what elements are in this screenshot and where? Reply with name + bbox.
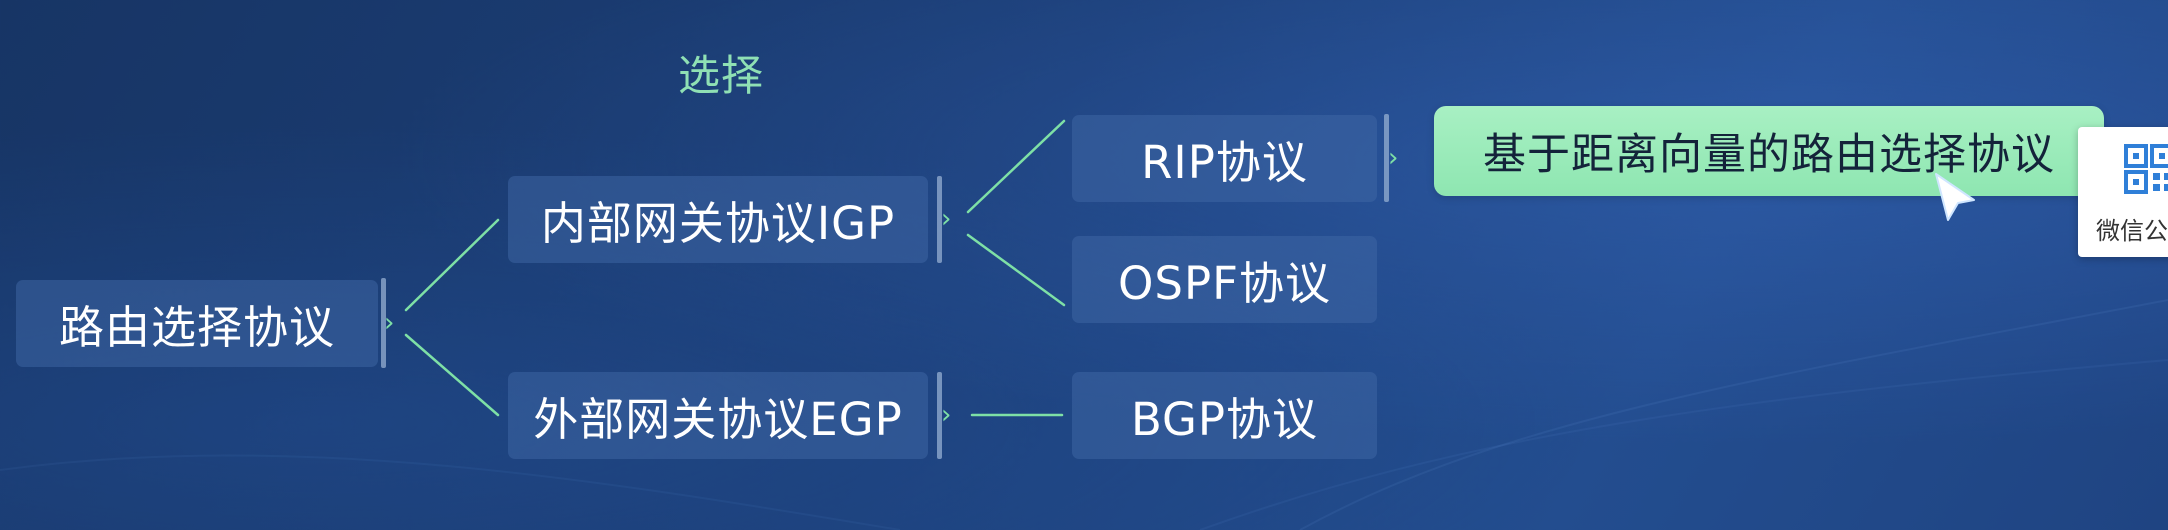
connector-igp-rip [966, 119, 1066, 214]
diagram-title: 选择 [678, 51, 765, 100]
chevron-right-icon: › [941, 204, 952, 234]
chevron-right-icon: › [941, 400, 952, 430]
node-label: 内部网关协议IGP [540, 197, 896, 250]
node-ospf: OSPF协议 [1072, 236, 1377, 323]
node-label: BGP协议 [1130, 393, 1319, 446]
highlight-label: 基于距离向量的路由选择协议 [1483, 130, 2055, 180]
node-egp: 外部网关协议EGP [508, 372, 928, 459]
node-rip: RIP协议 [1072, 115, 1377, 202]
node-label: OSPF协议 [1117, 257, 1331, 310]
node-bgp: BGP协议 [1072, 372, 1377, 459]
mouse-cursor-icon [1935, 173, 1975, 221]
chevron-right-icon: › [1388, 143, 1399, 173]
connector-root-egp [404, 333, 500, 417]
highlight-definition: 基于距离向量的路由选择协议 [1434, 106, 2104, 196]
wechat-label: 微信公 [2096, 217, 2168, 245]
node-divider [1384, 114, 1389, 202]
node-igp: 内部网关协议IGP [508, 176, 928, 263]
node-divider [937, 176, 942, 263]
connector-root-igp [404, 218, 500, 312]
node-label: 路由选择协议 [58, 301, 335, 354]
wechat-card[interactable]: 微信公 [2078, 127, 2168, 257]
node-divider [381, 278, 386, 368]
node-label: RIP协议 [1141, 136, 1308, 189]
node-divider [937, 372, 942, 459]
qr-code-icon [2124, 144, 2168, 194]
node-routing-protocol: 路由选择协议 [16, 280, 378, 367]
connector-igp-ospf [966, 233, 1066, 307]
chevron-right-icon: › [384, 308, 395, 338]
node-label: 外部网关协议EGP [533, 393, 903, 446]
